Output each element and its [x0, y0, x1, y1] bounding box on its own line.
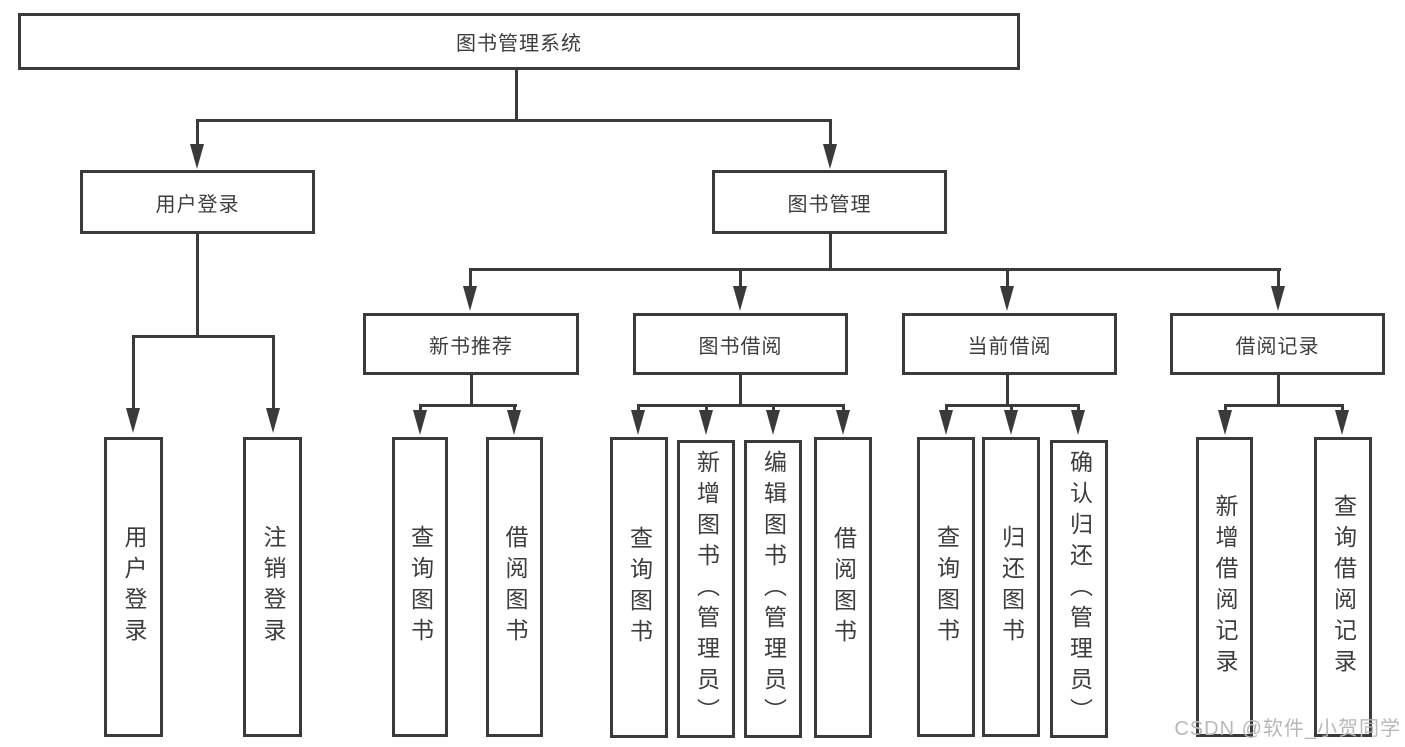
leaf-confirm-return-admin: 确认归还（管理员）: [1050, 440, 1108, 738]
arrowhead-down: [413, 410, 427, 435]
node-book-management: 图书管理: [712, 170, 947, 234]
connector-line: [829, 234, 832, 271]
leaf-edit-books-admin: 编辑图书（管理员）: [744, 440, 802, 738]
leaf-query-borrow-record: 查询借阅记录: [1314, 437, 1372, 737]
connector-line: [1277, 268, 1280, 290]
arrowhead-down: [1218, 410, 1232, 435]
connector-line: [469, 268, 1281, 271]
connector-line: [739, 375, 742, 406]
connector-line: [829, 119, 832, 147]
leaf-user-login: 用户登录: [104, 437, 163, 737]
node-new-book-recommend: 新书推荐: [363, 313, 579, 375]
connector-line: [470, 375, 473, 406]
connector-line: [1341, 404, 1344, 414]
leaf-return-books: 归还图书: [982, 437, 1040, 737]
connector-line: [637, 404, 640, 414]
connector-line: [1277, 375, 1280, 406]
connector-line: [1006, 268, 1009, 290]
arrowhead-down: [939, 410, 953, 435]
connector-line: [1006, 375, 1009, 406]
connector-line: [1077, 404, 1080, 414]
connector-line: [1010, 404, 1013, 414]
connector-line: [1224, 404, 1227, 414]
connector-line: [1224, 404, 1343, 407]
arrowhead-down: [1071, 410, 1085, 435]
connector-line: [945, 404, 948, 414]
connector-line: [469, 268, 472, 290]
arrowhead-down: [507, 410, 521, 435]
arrowhead-down: [1004, 410, 1018, 435]
arrowhead-down: [733, 286, 747, 311]
connector-line: [637, 404, 845, 407]
connector-line: [513, 404, 516, 414]
node-current-borrow: 当前借阅: [902, 313, 1117, 375]
connector-line: [196, 234, 199, 338]
arrowhead-down: [126, 408, 140, 433]
leaf-query-books-borrow: 查询图书: [610, 437, 668, 738]
connector-line: [772, 404, 775, 414]
arrowhead-down: [463, 286, 477, 311]
connector-line: [132, 335, 135, 411]
leaf-borrow-books-recommend: 借阅图书: [486, 437, 543, 737]
leaf-add-borrow-record: 新增借阅记录: [1196, 437, 1253, 737]
connector-line: [196, 119, 832, 122]
node-root: 图书管理系统: [18, 13, 1020, 70]
connector-line: [419, 404, 422, 414]
leaf-logout: 注销登录: [243, 437, 302, 737]
leaf-query-books-recommend: 查询图书: [392, 437, 448, 737]
arrowhead-down: [766, 410, 780, 435]
arrowhead-down: [1335, 410, 1349, 435]
leaf-add-books-admin: 新增图书（管理员）: [677, 440, 735, 738]
arrowhead-down: [823, 144, 837, 169]
arrowhead-down: [190, 144, 204, 169]
leaf-query-books-current: 查询图书: [917, 437, 975, 737]
watermark: CSDN @软件_小贺同学: [1174, 718, 1401, 740]
connector-line: [739, 268, 742, 290]
arrowhead-down: [1000, 286, 1014, 311]
arrowhead-down: [266, 408, 280, 433]
node-user-login: 用户登录: [80, 170, 315, 234]
connector-line: [515, 70, 518, 120]
leaf-borrow-books: 借阅图书: [814, 437, 872, 738]
connector-line: [272, 335, 275, 411]
connector-line: [196, 119, 199, 147]
arrowhead-down: [699, 410, 713, 435]
connector-line: [842, 404, 845, 414]
connector-line: [705, 404, 708, 414]
node-borrow-records: 借阅记录: [1170, 313, 1385, 375]
arrowhead-down: [1271, 286, 1285, 311]
arrowhead-down: [631, 410, 645, 435]
arrowhead-down: [836, 410, 850, 435]
node-book-borrow: 图书借阅: [633, 313, 848, 375]
connector-line: [419, 404, 517, 407]
connector-line: [132, 335, 275, 338]
